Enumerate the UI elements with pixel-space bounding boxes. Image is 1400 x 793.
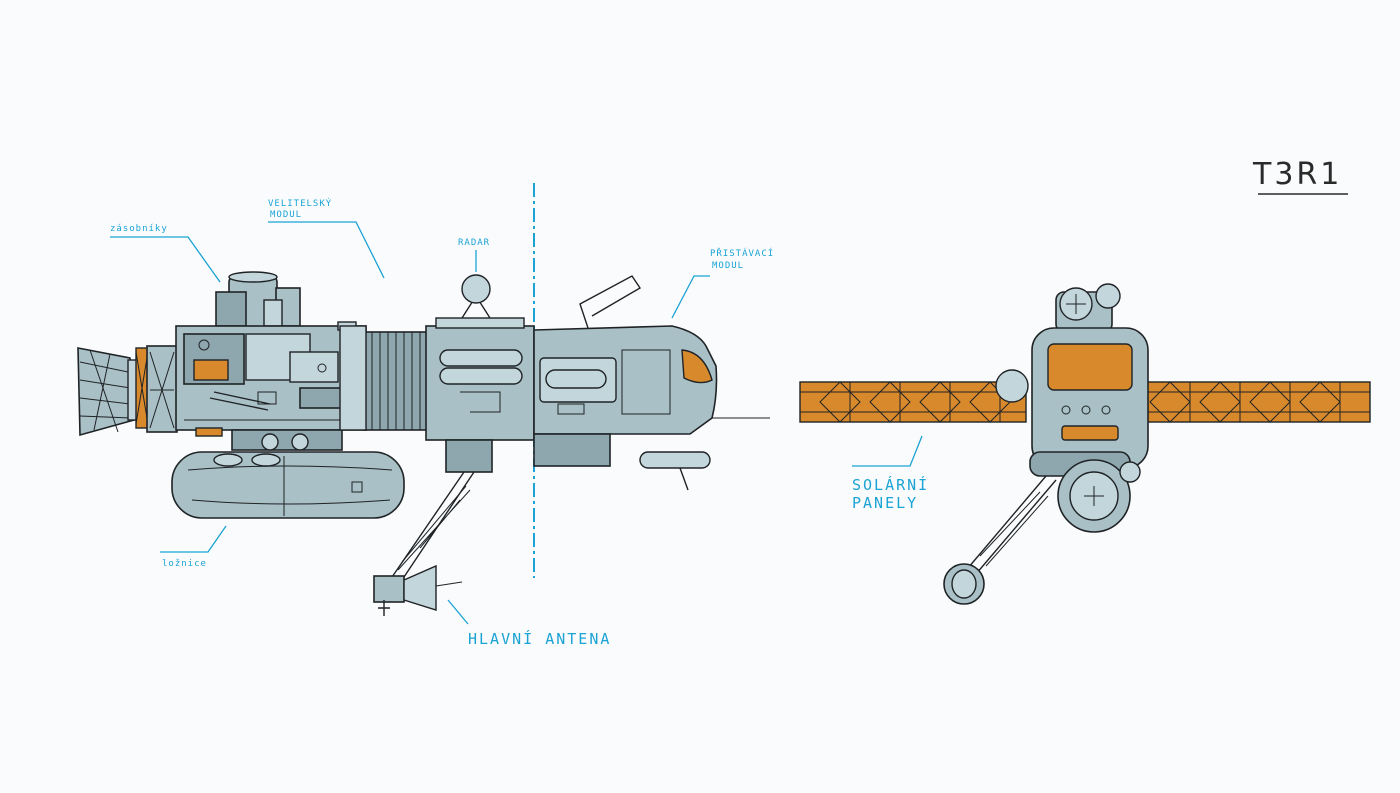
leader-zasobniky	[110, 236, 221, 283]
main-antenna	[373, 471, 475, 616]
leader-loznice	[160, 525, 227, 553]
label-pristavaci-1: PŘISTÁVACÍ	[710, 247, 774, 259]
ribbed-connector	[339, 325, 429, 431]
label-velitelsky-1: VELITELSKÝ	[268, 197, 332, 209]
leader-velitelsky	[268, 221, 385, 279]
landing-module	[533, 275, 770, 491]
leader-antena	[447, 599, 469, 625]
engine-nozzle	[77, 345, 178, 437]
label-loznice: ložnice	[162, 559, 207, 569]
solar-panel-left	[799, 381, 1027, 423]
label-antena: HLAVNÍ ANTENA	[468, 629, 611, 648]
leader-pristavaci	[671, 275, 710, 319]
label-zasobniky: zásobníky	[110, 224, 168, 234]
label-solarni-1: SOLÁRNÍ	[852, 475, 929, 494]
front-antenna	[943, 475, 1057, 605]
sheet-title: T3R1	[1252, 157, 1342, 192]
solar-panel-right	[1143, 381, 1371, 423]
front-hull	[995, 283, 1149, 533]
label-velitelsky-2: MODUL	[270, 210, 302, 220]
label-pristavaci-2: MODUL	[712, 261, 744, 271]
sleeping-quarters	[171, 429, 405, 519]
command-module	[175, 321, 367, 437]
radar-module	[425, 274, 535, 473]
leader-solarni	[852, 435, 923, 467]
storage-tanks	[215, 271, 301, 329]
label-radar: RADAR	[458, 238, 490, 248]
front-view-ship	[799, 283, 1371, 605]
side-view-ship	[77, 271, 770, 616]
label-solarni-2: PANELY	[852, 494, 918, 512]
